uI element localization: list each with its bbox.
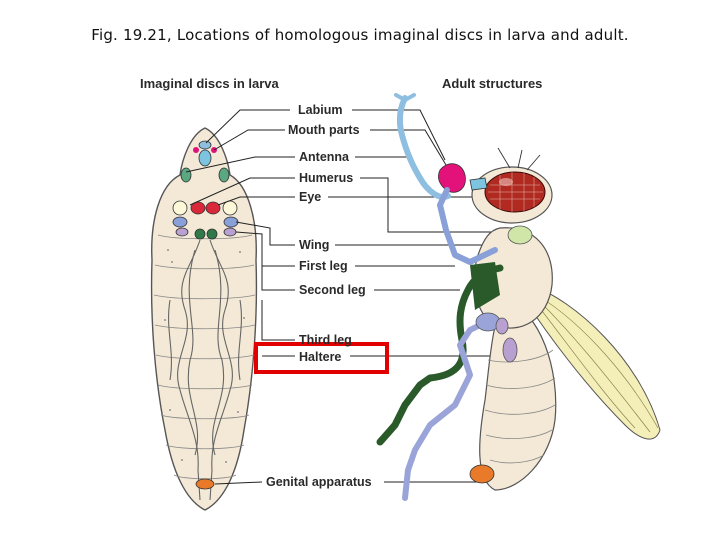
fly-abdomen (479, 299, 557, 491)
label-genital-apparatus: Genital apparatus (266, 475, 372, 489)
adult-heading: Adult structures (442, 76, 543, 91)
mouth-parts-disc-left (193, 147, 199, 153)
figure-caption: Fig. 19.21, Locations of homologous imag… (91, 26, 629, 44)
label-third-leg: Third leg (299, 333, 352, 347)
larva-illustration (150, 127, 258, 511)
leg-disc-right (223, 227, 237, 237)
label-labium: Labium (298, 103, 343, 117)
fly-wing (524, 284, 661, 440)
fly-antenna (469, 177, 488, 191)
genital-disc (195, 478, 215, 490)
label-humerus: Humerus (299, 171, 354, 185)
haltere-highlight-box (254, 342, 389, 374)
leg-disc-left (175, 227, 189, 237)
second-leg-disc-left (194, 228, 206, 240)
fly-mouth-parts (438, 163, 466, 193)
adult-fly-illustration (376, 93, 661, 501)
antenna-disc-left (180, 167, 192, 183)
fly-humerus (507, 225, 533, 245)
fly-haltere (502, 337, 518, 363)
fly-genital (469, 464, 495, 484)
mouth-parts-disc (198, 149, 212, 167)
fly-labium (396, 95, 451, 200)
label-first-leg: First leg (299, 259, 348, 273)
larva-heading: Imaginal discs in larva (140, 76, 279, 91)
antenna-disc-right (218, 167, 230, 183)
label-haltere: Haltere (299, 350, 342, 364)
humerus-disc-right (222, 200, 238, 216)
label-antenna: Antenna (299, 150, 349, 164)
labium-disc (198, 140, 212, 150)
label-second-leg: Second leg (299, 283, 366, 297)
leader-lines (185, 109, 540, 485)
second-leg-disc-right (206, 228, 218, 240)
fly-third-leg (402, 317, 493, 501)
eye-disc-right (205, 201, 221, 215)
wing-disc-right (223, 216, 239, 228)
humerus-disc-left (172, 200, 188, 216)
fly-first-leg (437, 187, 498, 265)
wing-disc-left (172, 216, 188, 228)
eye-disc-left (190, 201, 206, 215)
label-wing: Wing (299, 238, 330, 252)
label-mouth-parts: Mouth parts (288, 123, 360, 137)
label-eye: Eye (299, 190, 322, 204)
